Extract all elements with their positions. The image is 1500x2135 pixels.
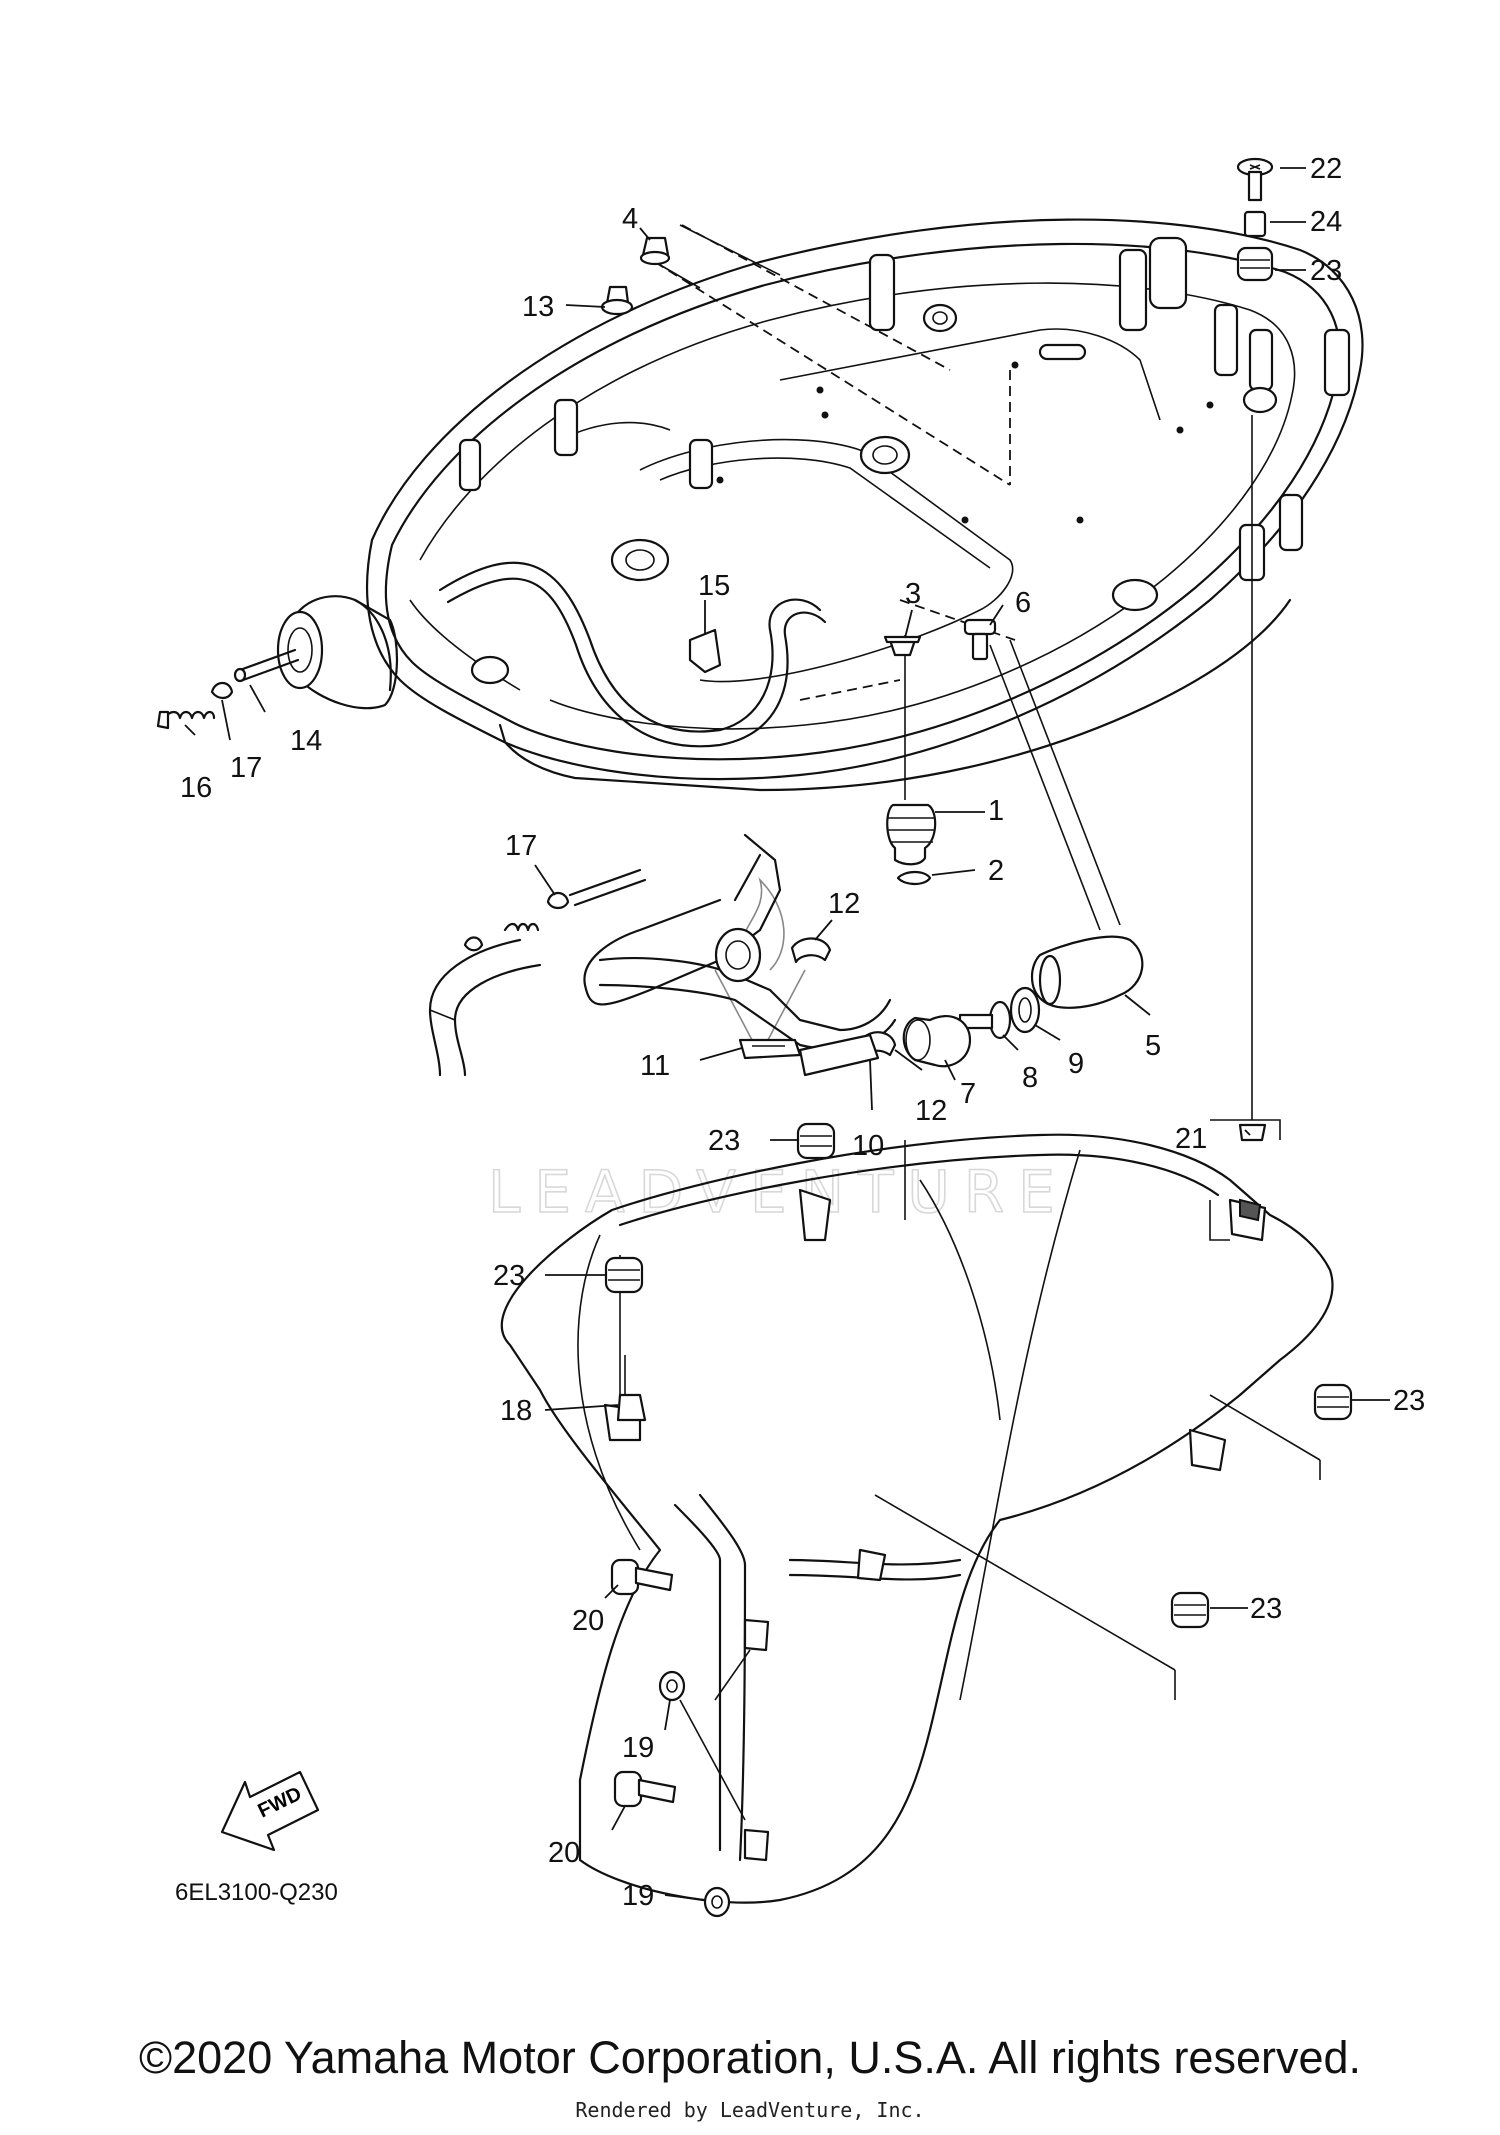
- leader-lines: [184, 167, 1390, 1901]
- callout-6: 6: [1015, 587, 1031, 619]
- callout-14: 14: [290, 725, 322, 757]
- callout-2: 2: [988, 855, 1004, 887]
- callout-23-center: 23: [708, 1125, 740, 1157]
- callout-19: 19: [622, 1732, 654, 1764]
- copyright-notice: ©2020 Yamaha Motor Corporation, U.S.A. A…: [138, 2032, 1362, 2083]
- fwd-arrow: FWD: [220, 1770, 320, 1852]
- callout-19-lower: 19: [622, 1880, 654, 1912]
- callout-7: 7: [960, 1078, 976, 1110]
- callout-5: 5: [1145, 1030, 1161, 1062]
- callout-8: 8: [1022, 1062, 1038, 1094]
- callout-24: 24: [1310, 206, 1342, 238]
- callout-12: 12: [828, 888, 860, 920]
- callout-10: 10: [852, 1130, 884, 1162]
- callout-23: 23: [1310, 255, 1342, 287]
- loose-parts: [156, 157, 1353, 1918]
- callout-18: 18: [500, 1395, 532, 1427]
- callout-16: 16: [180, 772, 212, 804]
- callout-21: 21: [1175, 1123, 1207, 1155]
- assembly-reference-lines: [619, 224, 1321, 1821]
- callout-17-lower: 17: [505, 830, 537, 862]
- callout-20-lower: 20: [548, 1837, 580, 1869]
- callout-20: 20: [572, 1605, 604, 1637]
- drawing-code: 6EL3100-Q230: [175, 1879, 338, 1906]
- callout-4: 4: [622, 203, 638, 235]
- bottom-cowling-tray: [276, 218, 1364, 792]
- rendered-by-credit: Rendered by LeadVenture, Inc.: [575, 2098, 925, 2122]
- callout-13: 13: [522, 291, 554, 323]
- callout-23-left: 23: [493, 1260, 525, 1292]
- callout-23-right: 23: [1393, 1385, 1425, 1417]
- hose-assembly: [428, 833, 897, 1077]
- callout-15: 15: [698, 570, 730, 602]
- callout-1: 1: [988, 795, 1004, 827]
- callout-12-lower: 12: [915, 1095, 947, 1127]
- callout-11: 11: [640, 1050, 670, 1082]
- callout-numbers: 22 24 23 4 13 15 3 6 14 17 16 1 2 17 12 …: [180, 153, 1425, 1912]
- callout-3: 3: [905, 578, 921, 610]
- callout-9: 9: [1068, 1048, 1084, 1080]
- lower-cowling: [500, 1133, 1334, 1904]
- callout-17: 17: [230, 752, 262, 784]
- callout-23-lower-right: 23: [1250, 1593, 1282, 1625]
- callout-22: 22: [1310, 153, 1342, 185]
